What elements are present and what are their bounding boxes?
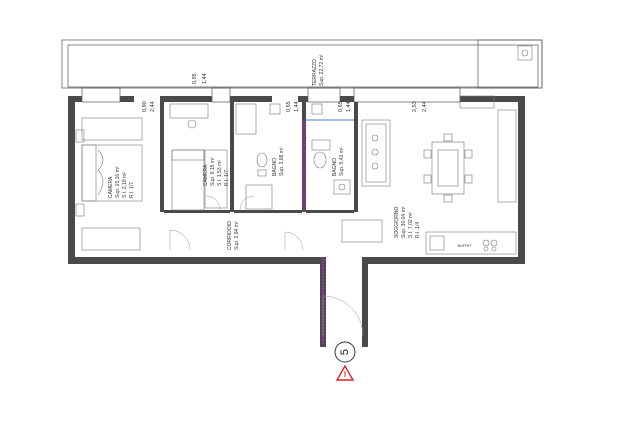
unit-number: 5 <box>339 349 351 355</box>
room-labels: CAMERA Sup. 15,16 m² S.I. 2,18 m² R.I. 1… <box>108 54 472 250</box>
dim3-top: 0,65 <box>286 101 292 112</box>
outer-walls <box>68 87 525 347</box>
dim1-top: 0,90 <box>142 101 148 112</box>
camera-main-name: CAMERA <box>108 176 114 198</box>
dim1-bottom: 2,44 <box>150 101 156 112</box>
terrazzo-sup: Sup. 22,72 m² <box>319 54 325 86</box>
soggiorno-sup: Sup. 30,04 m² <box>401 206 407 238</box>
bagno-1-name: BAGNO <box>272 158 278 176</box>
doors <box>169 195 364 337</box>
soggiorno-name: SOGGIORNO <box>394 206 400 238</box>
terrace <box>61 39 543 89</box>
dim3-bottom: 1,44 <box>294 101 300 112</box>
corridoio-name: CORRIDOIO <box>227 221 233 250</box>
camera-small-si: S.I. 1,53 m² <box>217 160 223 186</box>
kitchen-label: BUFFET <box>458 244 472 248</box>
dim4-top: 0,65 <box>338 101 344 112</box>
corridoio-sup: Sup. 3,84 m² <box>234 221 240 250</box>
bagno-2-sup: Sup. 5,42 m² <box>339 147 345 176</box>
unit-marker: 5 <box>334 341 356 363</box>
camera-main-sup: Sup. 15,16 m² <box>115 166 121 198</box>
bagno-1-sup: Sup. 3,88 m² <box>279 147 285 176</box>
camera-small-name: CAMERA <box>203 164 209 186</box>
dim5-top: 2,53 <box>412 101 418 112</box>
dim5-bottom: 2,44 <box>422 101 428 112</box>
dim4-bottom: 1,44 <box>346 101 352 112</box>
dimension-labels: 0,90 2,44 0,95 1,44 0,65 1,44 0,65 1,44 … <box>142 73 428 112</box>
bagno-2-name: BAGNO <box>332 158 338 176</box>
terrazzo-name: TERRAZZO <box>312 59 318 86</box>
dim2-top: 0,95 <box>192 73 198 84</box>
interior-walls <box>160 102 358 213</box>
soggiorno-si: S.I. 7,02 m² <box>408 212 414 238</box>
furniture <box>75 95 517 255</box>
camera-main-ri: R.I. 1/7 <box>129 182 135 198</box>
soggiorno-ri: R.I. 1/4 <box>415 222 421 238</box>
camera-small-ri: R.I. 1/7 <box>224 170 230 186</box>
camera-small-sup: Sup. 9,15 m² <box>210 157 216 186</box>
camera-main-si: S.I. 2,18 m² <box>122 172 128 198</box>
dim2-bottom: 1,44 <box>202 73 208 84</box>
entrance-arrow-icon <box>335 364 355 381</box>
